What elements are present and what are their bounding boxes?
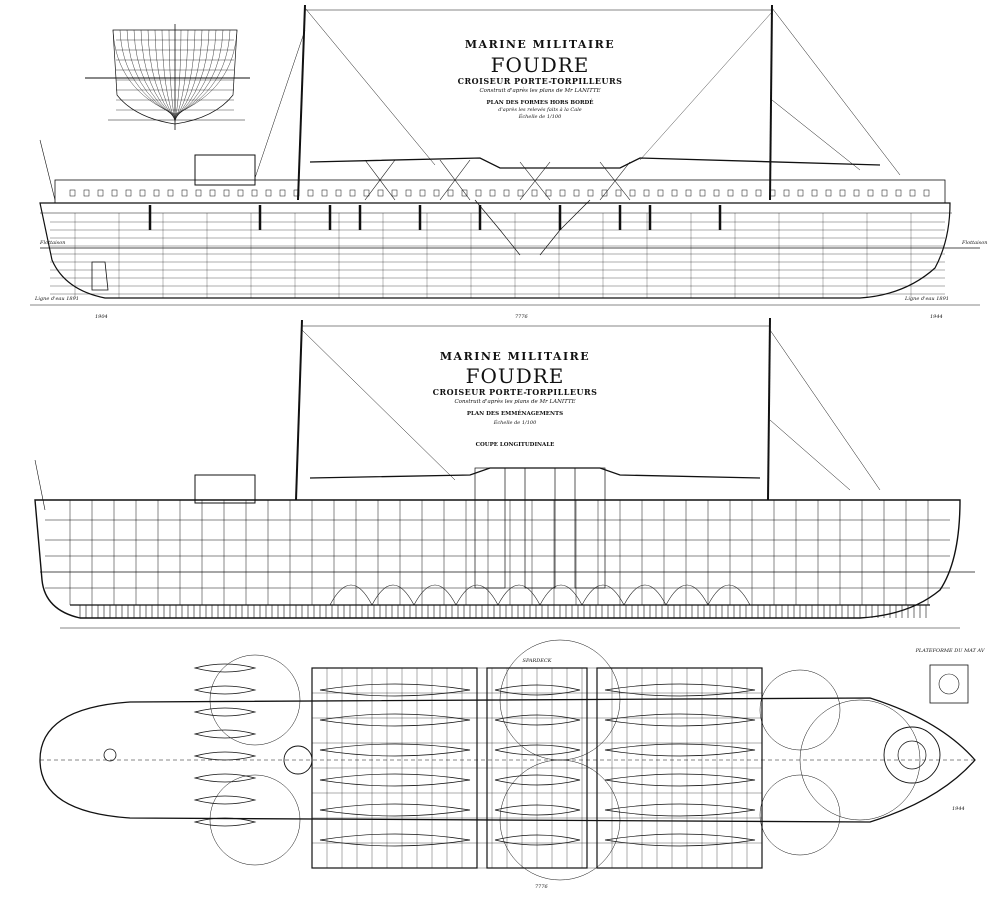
waterline-left-label: Flottaison (39, 240, 65, 246)
body-plan-drawing (85, 24, 250, 130)
spardeck-label: SPARDECK (523, 658, 552, 664)
sheet2-ship-name: FOUDRE (466, 364, 565, 388)
sheet2-builder: Construit d'après les plans de Mr LANITT… (454, 398, 575, 405)
baseline-right-label: Ligne d'eau 1891 (904, 296, 949, 302)
deck-frame-mark-2: 1944 (952, 806, 965, 812)
sheet1-marine-text: MARINE MILITAIRE (465, 38, 615, 51)
sheet1-ship-name: FOUDRE (491, 53, 590, 77)
sheet2-title-block: MARINE MILITAIRE FOUDRE CROISEUR PORTE-T… (433, 350, 598, 448)
sheet2-section-title: COUPE LONGITUDINALE (476, 442, 555, 448)
frame-mark-1: 1904 (95, 314, 108, 320)
sheet1-plan-subtitle: d'après les relevés faits à la Cale (498, 106, 582, 113)
sheet1-title-block: MARINE MILITAIRE FOUDRE CROISEUR PORTE-T… (458, 38, 623, 120)
deck-frame-mark-1: 7776 (535, 884, 549, 890)
sheet2-ship-type: CROISEUR PORTE-TORPILLEURS (433, 387, 598, 397)
frame-mark-3: 1944 (930, 314, 943, 320)
deck-plan-drawing (39, 639, 976, 881)
sheet1-scale: Échelle de 1/100 (518, 112, 562, 120)
profile-drawing (30, 4, 980, 306)
sheet2-scale: Échelle de 1/100 (493, 418, 537, 426)
sheet1-ship-type: CROISEUR PORTE-TORPILLEURS (458, 76, 623, 86)
longitudinal-section-drawing (34, 317, 975, 629)
frame-mark-2: 7776 (515, 314, 529, 320)
baseline-left-label: Ligne d'eau 1891 (34, 296, 79, 302)
sheet1-plan-title: PLAN DES FORMES HORS BORDÉ (486, 98, 593, 106)
sheet2-marine-text: MARINE MILITAIRE (440, 350, 590, 363)
waterline-right-label: Flottaison (961, 240, 987, 246)
profile-labels: Flottaison Flottaison Ligne d'eau 1891 L… (34, 240, 987, 320)
sheet1-builder: Construit d'après les plans de Mr LANITT… (479, 87, 600, 94)
platform-label: PLATEFORME DU MAT AV (915, 648, 986, 654)
deck-plan-labels: SPARDECK PLATEFORME DU MAT AV 7776 1944 (523, 648, 986, 890)
sheet2-plan-title: PLAN DES EMMÉNAGEMENTS (467, 409, 563, 417)
